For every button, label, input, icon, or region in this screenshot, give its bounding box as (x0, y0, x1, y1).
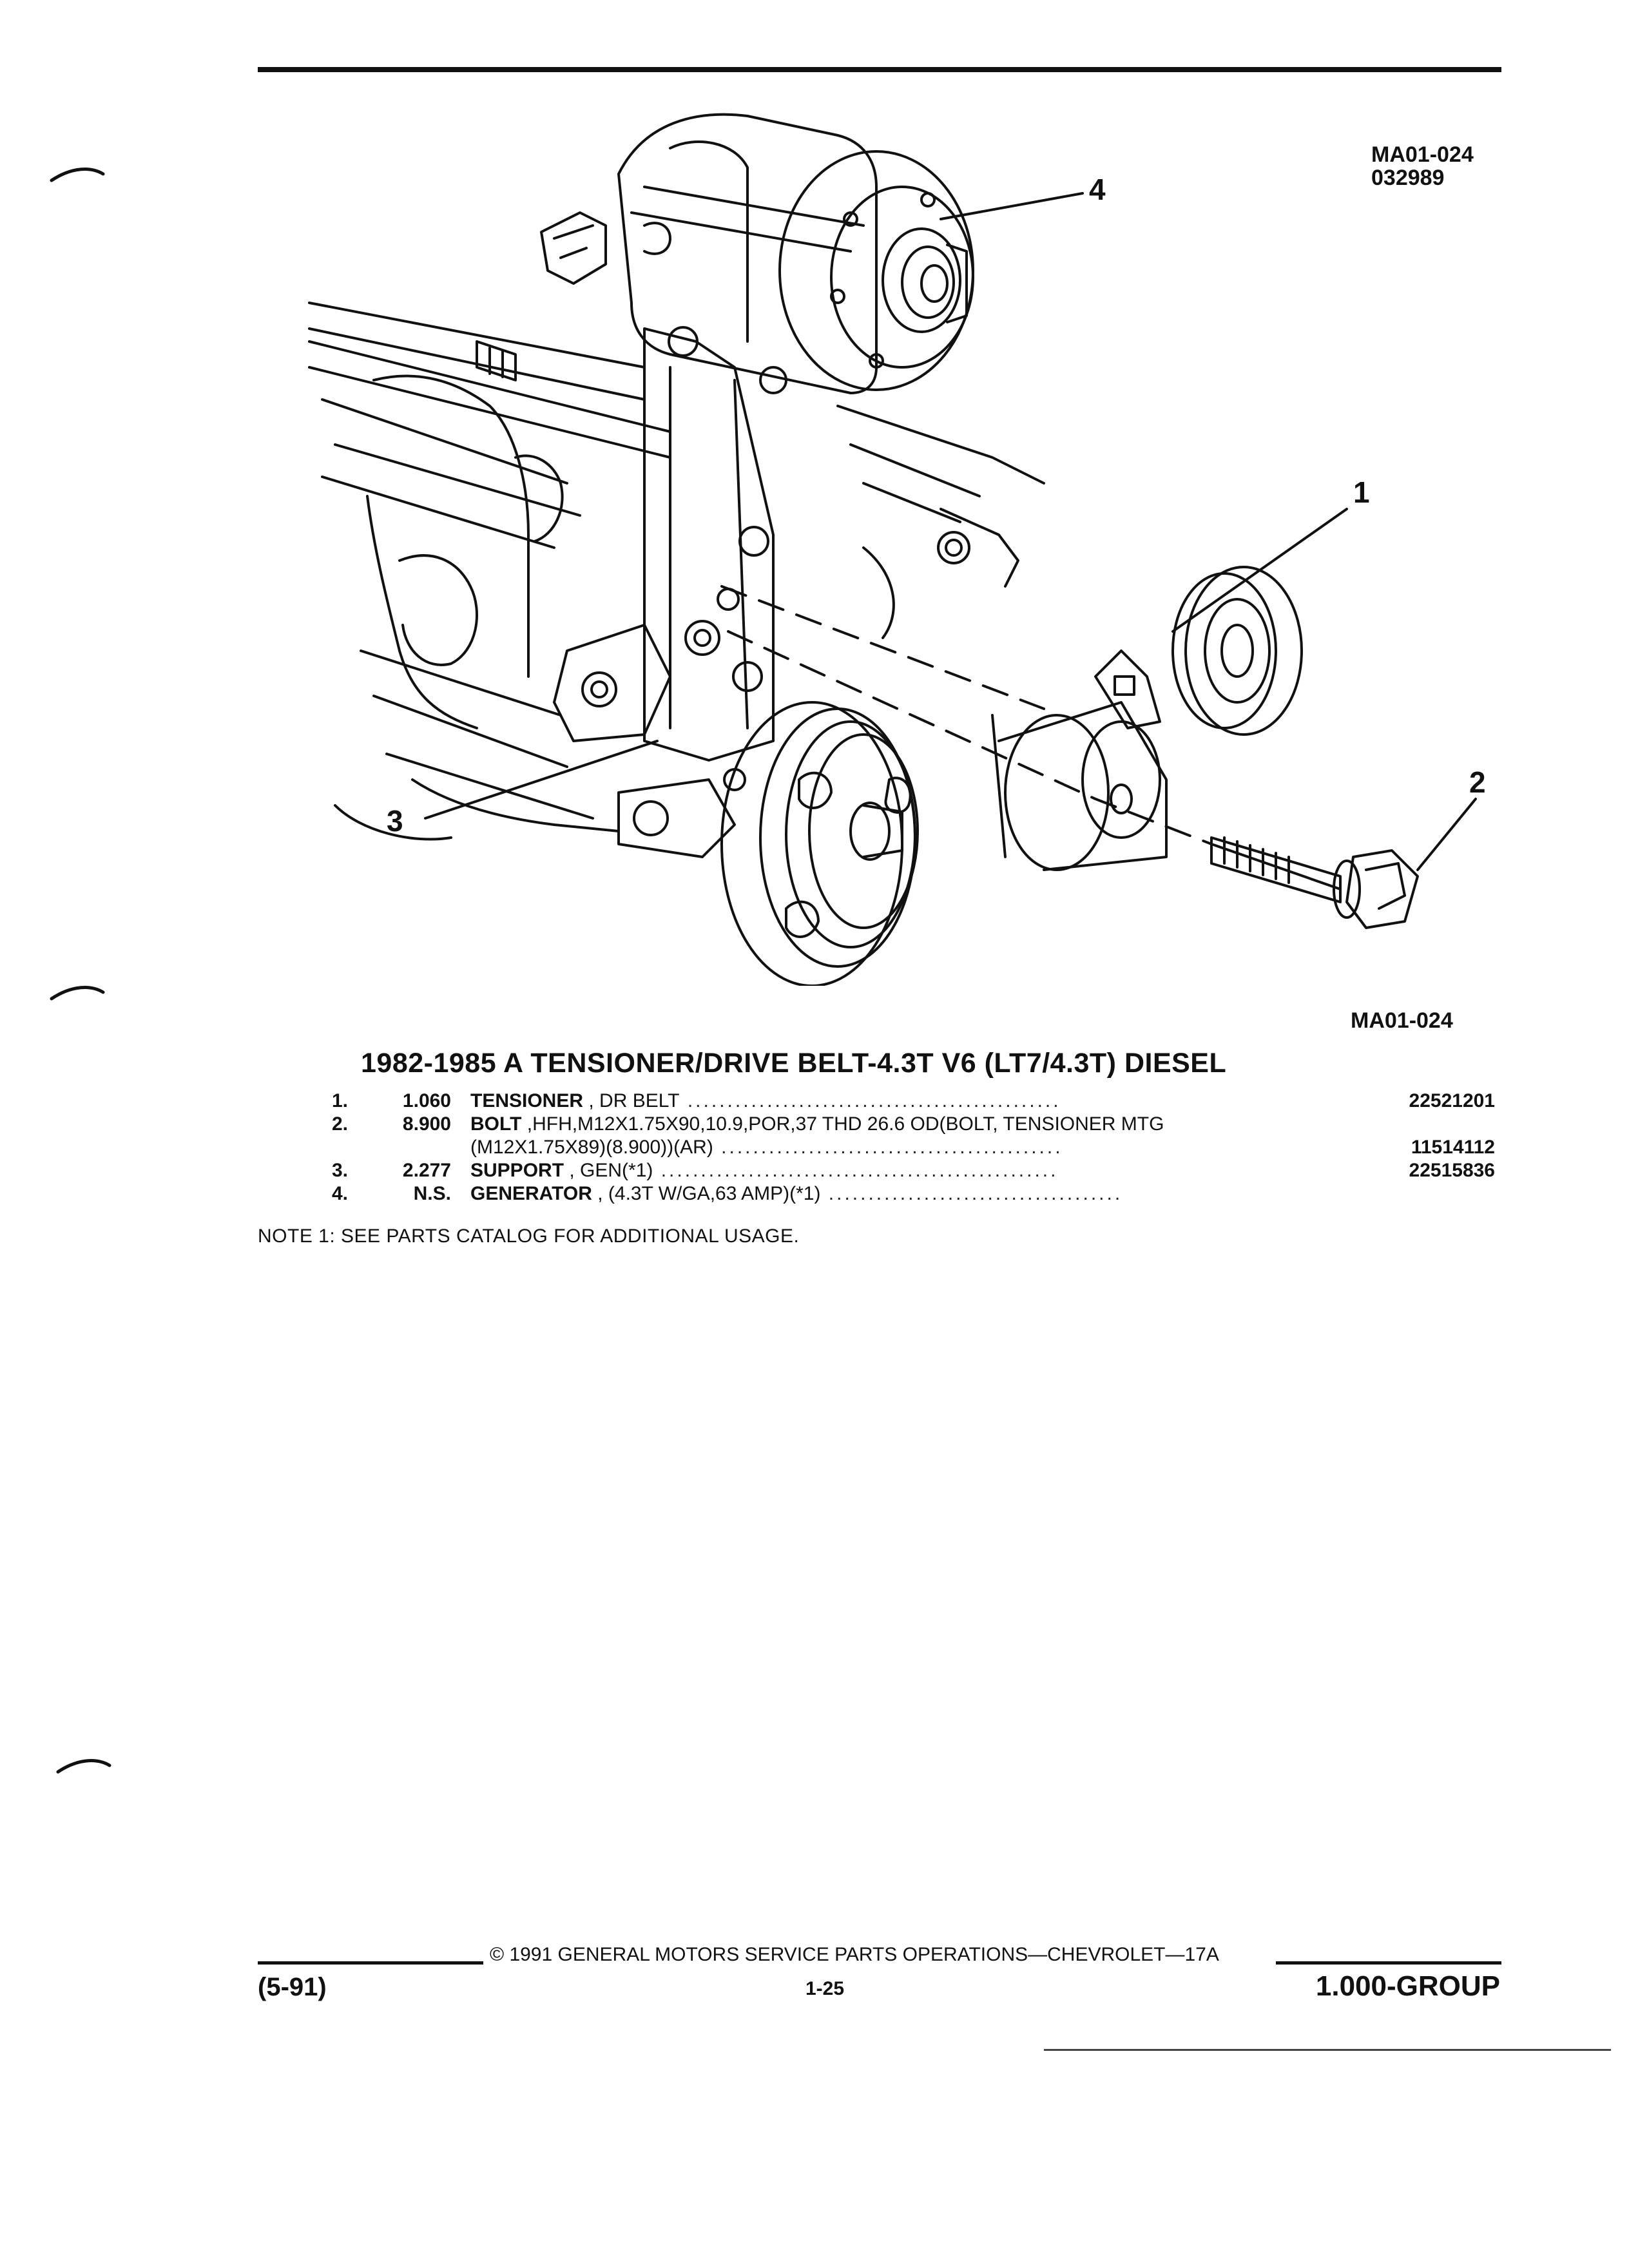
part-row: (M12X1.75X89)(8.900))(AR) ..............… (296, 1137, 1495, 1160)
item-number: 4. (331, 1183, 348, 1204)
item-description: SUPPORT , GEN(*1) ......................… (470, 1160, 1276, 1182)
dot-leader: ........................................… (653, 1160, 1059, 1181)
group-label: 1.000-GROUP (1315, 1970, 1500, 2002)
item-detail: , DR BELT (583, 1090, 680, 1111)
item-number: 1. (331, 1090, 348, 1111)
part-number: 22521201 (1409, 1090, 1495, 1111)
leader-4 (940, 192, 1084, 220)
item-detail: ,HFH,M12X1.75X90,10.9,POR,37 THD 26.6 OD… (521, 1113, 1164, 1135)
item-quantity: 2.277 (402, 1160, 451, 1181)
punch-mark-bottom (56, 1759, 111, 1774)
part-number: 11514112 (1411, 1137, 1495, 1158)
item-description: TENSIONER , DR BELT ....................… (470, 1090, 1276, 1112)
item-detail: , (4.3T W/GA,63 AMP)(*1) (592, 1183, 821, 1204)
leader-1 (1171, 508, 1348, 633)
support-bracket (553, 326, 787, 762)
pump-pulley (617, 701, 919, 986)
revision-code: (5-91) (258, 1973, 327, 2001)
date-code: 032989 (1371, 166, 1445, 190)
parts-list: 1. 1.060 TENSIONER , DR BELT ...........… (296, 1090, 1495, 1206)
dot-leader: ........................................… (713, 1137, 1063, 1158)
figure-caption-code: MA01-024 (1351, 1008, 1453, 1033)
tensioner (991, 566, 1303, 871)
item-detail: (M12X1.75X89)(8.900))(AR) (470, 1137, 713, 1158)
top-rule (258, 67, 1501, 72)
part-row: 1. 1.060 TENSIONER , DR BELT ...........… (296, 1090, 1495, 1113)
item-name: SUPPORT (470, 1160, 564, 1181)
callout-1: 1 (1353, 476, 1370, 509)
dot-leader: ........................................… (679, 1090, 1061, 1111)
bolt (1210, 836, 1419, 929)
item-name: BOLT (470, 1113, 522, 1135)
part-row: 2. 8.900 BOLT ,HFH,M12X1.75X90,10.9,POR,… (296, 1113, 1495, 1137)
part-number: 22515836 (1409, 1160, 1495, 1181)
item-description: (M12X1.75X89)(8.900))(AR) ..............… (470, 1137, 1276, 1158)
engine-block (308, 211, 1045, 841)
footer-copyright: © 1991 GENERAL MOTORS SERVICE PARTS OPER… (490, 1944, 1219, 1965)
dot-leader: ..................................... (820, 1183, 1123, 1204)
part-row: 4. N.S. GENERATOR , (4.3T W/GA,63 AMP)(*… (296, 1183, 1495, 1206)
punch-mark-top (50, 168, 105, 182)
usage-note: NOTE 1: SEE PARTS CATALOG FOR ADDITIONAL… (258, 1225, 800, 1247)
item-description: GENERATOR , (4.3T W/GA,63 AMP)(*1) .....… (470, 1183, 1276, 1205)
footer-rule-left (258, 1961, 483, 1965)
item-name: TENSIONER (470, 1090, 584, 1111)
bottom-scan-line (1044, 2049, 1611, 2051)
punch-mark-middle (50, 986, 105, 1001)
item-description: BOLT ,HFH,M12X1.75X90,10.9,POR,37 THD 26… (470, 1113, 1276, 1135)
item-quantity: 8.900 (402, 1113, 451, 1135)
diagram-code: MA01-024 (1371, 142, 1474, 167)
item-name: GENERATOR (470, 1183, 592, 1204)
callout-2: 2 (1469, 765, 1486, 799)
footer-rule-right (1276, 1961, 1501, 1965)
callout-4: 4 (1089, 173, 1106, 206)
margin-marks (50, 168, 111, 1774)
part-row: 3. 2.277 SUPPORT , GEN(*1) .............… (296, 1160, 1495, 1183)
leader-3 (424, 740, 659, 820)
item-quantity: 1.060 (402, 1090, 451, 1111)
item-number: 2. (331, 1113, 348, 1135)
item-quantity: N.S. (413, 1183, 451, 1204)
callout-3: 3 (387, 804, 403, 838)
assembly-lines (720, 585, 1213, 845)
page-number: 1-25 (805, 1978, 845, 1999)
exploded-view-illustration: 1 2 3 4 (308, 113, 1486, 986)
generator (617, 113, 974, 394)
section-title: 1982-1985 A TENSIONER/DRIVE BELT-4.3T V6… (361, 1048, 1227, 1079)
item-detail: , GEN(*1) (564, 1160, 653, 1181)
leader-2 (1416, 798, 1477, 871)
item-number: 3. (331, 1160, 348, 1181)
